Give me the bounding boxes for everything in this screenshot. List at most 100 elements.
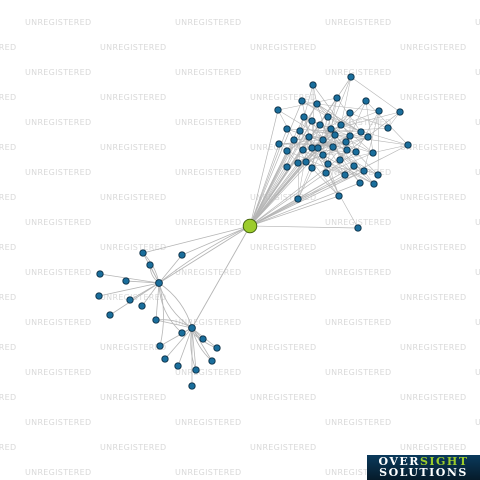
company-node [308, 117, 316, 125]
edge [249, 225, 359, 229]
company-node [139, 249, 147, 257]
edge [249, 149, 304, 227]
logo-background [367, 455, 480, 480]
edge [249, 161, 307, 227]
logo-word-sight: SIGHT [419, 455, 469, 468]
edge [297, 170, 365, 200]
company-node [296, 127, 304, 135]
edge [142, 225, 251, 254]
company-node [283, 125, 291, 133]
edge [297, 162, 365, 172]
edge [286, 139, 295, 168]
edge [155, 282, 160, 321]
company-node [314, 144, 322, 152]
company-node [343, 146, 351, 154]
company-node [213, 344, 221, 352]
company-node [294, 159, 302, 167]
edge [249, 170, 365, 227]
edge [311, 135, 321, 169]
edge [329, 112, 351, 128]
edge [286, 150, 346, 176]
company-node [146, 261, 154, 269]
edge [249, 143, 280, 227]
edge [349, 112, 389, 129]
edge [249, 182, 361, 227]
company-node [152, 316, 160, 324]
edge [297, 147, 319, 200]
edge [355, 110, 380, 153]
company-node [370, 180, 378, 188]
edge [365, 100, 409, 146]
edge [98, 282, 160, 297]
company-node [369, 149, 377, 157]
company-node [298, 97, 306, 105]
company-node [274, 106, 282, 114]
edge [325, 152, 374, 174]
company-node [384, 124, 392, 132]
company-node [294, 195, 302, 203]
company-node [126, 296, 134, 304]
edge [311, 124, 342, 149]
company-node [192, 366, 200, 374]
edge [297, 136, 310, 200]
edge [323, 127, 389, 133]
logo-line-1: OVERSIGHT [367, 456, 480, 468]
edge [340, 124, 409, 146]
company-node [346, 132, 354, 140]
company-node [333, 94, 341, 102]
edge [249, 198, 299, 227]
edge [158, 282, 164, 347]
company-node [357, 128, 365, 136]
company-node [174, 362, 182, 370]
edge [155, 319, 193, 329]
edge [322, 151, 357, 156]
edge [302, 149, 340, 197]
edge [158, 254, 183, 284]
company-node [283, 147, 291, 155]
company-node [331, 131, 339, 139]
edge [377, 110, 380, 176]
company-node [319, 151, 327, 159]
edge [249, 100, 303, 227]
edge [158, 225, 251, 284]
edge [177, 327, 193, 367]
company-node [161, 355, 169, 363]
company-node [362, 97, 370, 105]
edge [249, 195, 340, 227]
oversight-solutions-logo: OVERSIGHT SOLUTIONS [367, 455, 480, 480]
company-node [275, 140, 283, 148]
company-node [308, 144, 316, 152]
edge [249, 166, 288, 227]
company-node [96, 270, 104, 278]
company-node [308, 164, 316, 172]
company-node [396, 108, 404, 116]
edge [277, 109, 327, 140]
edge [164, 327, 193, 360]
edge [312, 84, 351, 137]
company-node [178, 251, 186, 259]
edge [181, 225, 251, 256]
company-node [319, 136, 327, 144]
company-node [354, 224, 362, 232]
edge [305, 136, 369, 163]
company-node [316, 121, 324, 129]
edge [301, 100, 342, 126]
company-node [324, 160, 332, 168]
company-node [324, 113, 332, 121]
company-node [300, 113, 308, 121]
edge [286, 136, 310, 152]
company-node [374, 171, 382, 179]
company-node [322, 169, 330, 177]
company-node [313, 100, 321, 108]
edge [330, 97, 338, 130]
edge [299, 84, 314, 132]
company-node [208, 357, 216, 365]
edge [125, 280, 160, 284]
edge [191, 327, 197, 371]
edge [316, 103, 362, 133]
edge [323, 151, 340, 197]
company-node [327, 125, 335, 133]
company-node [156, 342, 164, 350]
edge [350, 76, 401, 113]
node-group [95, 73, 412, 390]
